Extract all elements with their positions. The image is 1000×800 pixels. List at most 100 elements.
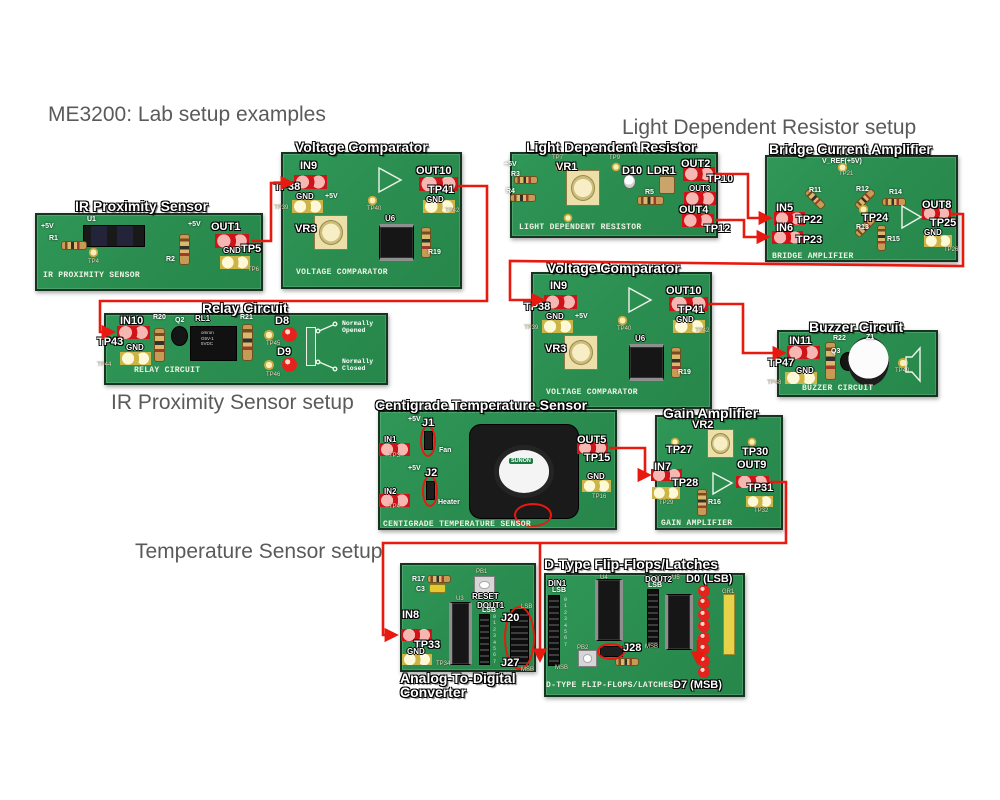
pcb-label: J28 <box>623 642 642 654</box>
pcb-label: D8 <box>275 315 290 327</box>
pcb-label: J1 <box>422 417 435 429</box>
pcb-label: GND <box>546 312 564 321</box>
pcb-label: IN2 <box>384 487 397 496</box>
pcb-label: GND <box>407 647 425 656</box>
pcb-label: GND <box>426 195 444 204</box>
pcb-label: R20 <box>153 314 166 321</box>
board-title-centigrade-temperature-sensor: Centigrade Temperature Sensor <box>375 397 588 413</box>
pcb-label: TP40 <box>617 326 632 332</box>
pcb-label: VR1 <box>556 161 578 173</box>
board-title-relay-circuit: Relay Circuit <box>202 300 288 316</box>
pcb-label: Q3 <box>831 348 841 355</box>
pcb-label: V_REF(+5V) <box>822 158 862 165</box>
test-point-pads-red-icon <box>379 443 410 456</box>
pcb-label: TP10 <box>707 173 734 185</box>
pcb-label: R11 <box>809 187 822 194</box>
pcb-label: OUT10 <box>416 165 452 177</box>
silkscreen-text: BUZZER CIRCUIT <box>802 384 874 393</box>
pcb-label: +5V <box>325 193 338 200</box>
pcb-label: U1 <box>87 216 96 223</box>
pcb-label: D0 (LSB) <box>686 573 733 585</box>
pcb-label: TP46 <box>266 372 281 378</box>
pcb-label: TP5 <box>241 243 262 255</box>
test-point-icon <box>262 328 276 342</box>
pcb-label: TP48 <box>767 380 782 386</box>
resistor-icon <box>427 575 451 583</box>
pcb-label: MSB <box>521 667 535 673</box>
board-title-ir-proximity-sensor: IR Proximity Sensor <box>75 198 209 214</box>
pcb-label: U6 <box>635 334 646 343</box>
pcb-label: VR3 <box>545 343 567 355</box>
resistor-icon <box>882 198 906 206</box>
led-icon <box>282 327 297 342</box>
pcb-label: J2 <box>425 467 438 479</box>
board-title-bridge-current-amplifier: Bridge Current Amplifier <box>769 141 932 157</box>
ic-chip-icon <box>379 224 414 261</box>
pcb-label: GND <box>296 192 314 201</box>
resistor-icon <box>671 347 681 378</box>
pcb-label: R21 <box>240 314 253 321</box>
trimmer-potentiometer-icon <box>707 429 734 458</box>
pcb-label: TP3 <box>389 453 401 459</box>
ic-chip-icon <box>665 594 693 650</box>
pcb-label: TP33 <box>414 639 441 651</box>
board-title-analog-to-digital-converter: Analog-To-Digital Converter <box>400 670 516 700</box>
pcb-label: D9 <box>277 346 292 358</box>
pcb-label: TP4 <box>389 504 401 510</box>
pcb-label: IN11 <box>789 335 812 347</box>
pcb-label: IN7 <box>654 461 672 473</box>
pcb-label: OUT4 <box>679 204 709 216</box>
pcb-label: TP42 <box>445 208 460 214</box>
ic-chip-icon <box>595 579 623 641</box>
silkscreen-text: VOLTAGE COMPARATOR <box>296 268 388 277</box>
pcb-label: TP39 <box>524 325 539 331</box>
pcb-label: R15 <box>887 236 900 243</box>
pcb-label: +5V <box>408 416 421 423</box>
silkscreen-text: VOLTAGE COMPARATOR <box>546 388 638 397</box>
pcb-label: VR3 <box>295 223 317 235</box>
pcb-label: MSB <box>555 665 569 671</box>
pcb-label: TP31 <box>747 482 774 494</box>
pcb-label: VR2 <box>692 419 714 431</box>
fuse-icon <box>306 327 316 366</box>
pcb-label: TP44 <box>97 362 112 368</box>
section-heading-ldr-setup: Light Dependent Resistor setup <box>622 116 917 139</box>
pcb-label: +5V <box>408 465 421 472</box>
pcb-label: J27 <box>501 657 520 669</box>
pcb-label: +5V <box>575 313 588 320</box>
silkscreen-text: IR PROXIMITY SENSOR <box>43 271 140 280</box>
test-point-icon <box>669 436 681 448</box>
pcb-label: TP4 <box>88 259 100 265</box>
led-icon <box>698 597 710 609</box>
pcb-label: +5V <box>504 161 517 168</box>
pcb-label: OUT3 <box>689 184 711 193</box>
pcb-label: TP7 <box>552 155 564 161</box>
test-point-pads-red-icon <box>577 442 608 454</box>
led-icon <box>698 643 710 655</box>
ground-pads-icon <box>673 320 705 333</box>
resistor-icon <box>615 658 639 666</box>
test-point-pads-red-icon <box>651 469 682 481</box>
pcb-label: GND <box>796 366 814 375</box>
push-button-icon <box>578 650 597 667</box>
ground-pads-icon <box>120 352 151 365</box>
pcb-label: Fan <box>439 447 452 454</box>
pcb-label: OUT5 <box>577 434 607 446</box>
board-title-buzzer-circuit: Buzzer Circuit <box>809 319 904 335</box>
pcb-label: GR1 <box>722 589 735 595</box>
clear-led-icon <box>623 174 636 189</box>
pcb-label: Q2 <box>175 317 185 324</box>
pcb-label: TP21 <box>839 171 854 177</box>
section-heading-ir-setup: IR Proximity Sensor setup <box>111 391 354 414</box>
resistor-icon <box>510 194 536 202</box>
pin-header-icon <box>479 614 490 665</box>
silkscreen-text: CENTIGRADE TEMPERATURE SENSOR <box>383 520 531 529</box>
pcb-label: GND <box>587 472 605 481</box>
pcb-label: TP12 <box>704 223 731 235</box>
pcb-label: GND <box>676 315 694 324</box>
pcb-label: R13 <box>856 224 869 231</box>
led-icon <box>698 585 710 597</box>
pcb-label: Normally Opened <box>342 320 374 334</box>
pcb-label: TP15 <box>584 452 611 464</box>
